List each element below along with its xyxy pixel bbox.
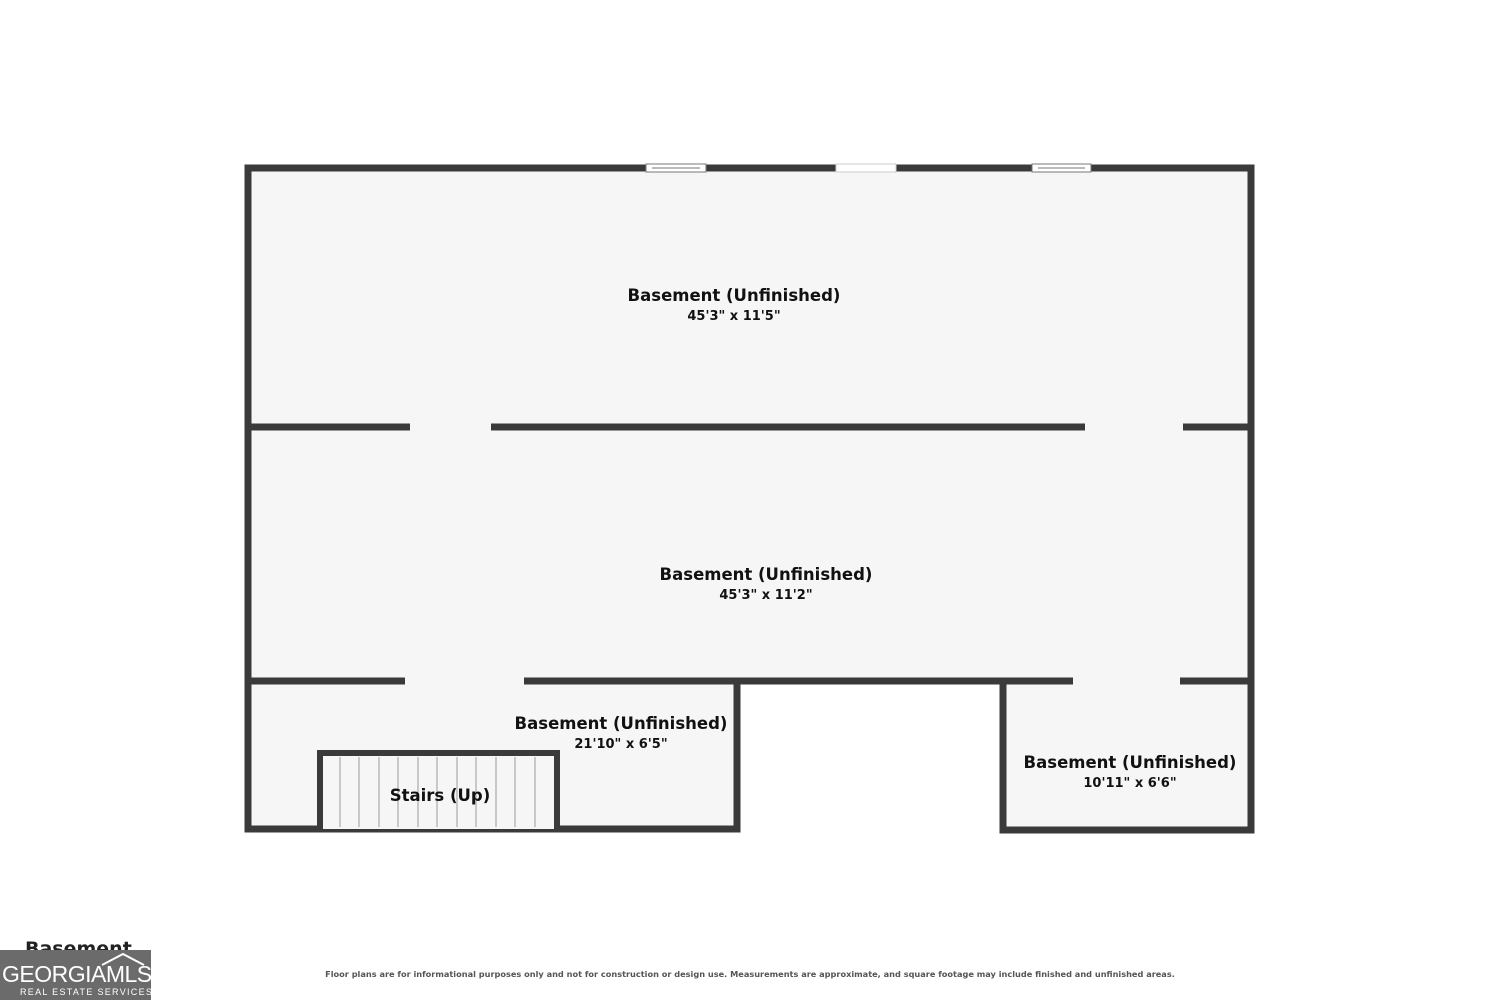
house-roof-icon: [101, 952, 145, 966]
disclaimer: Floor plans are for informational purpos…: [325, 969, 1175, 979]
stairs: [317, 750, 560, 829]
room-dimensions: 45'3" x 11'5": [687, 309, 780, 324]
room-name: Basement (Unfinished): [660, 565, 873, 584]
room-dimensions: 10'11" x 6'6": [1083, 776, 1176, 791]
interior-walls: [248, 423, 1251, 685]
room-dimensions: 45'3" x 11'2": [719, 588, 812, 603]
room-dimensions: 21'10" x 6'5": [574, 737, 667, 752]
room-name: Basement (Unfinished): [1024, 753, 1237, 772]
logo-text: GEORGIAMLS: [2, 961, 151, 987]
georgia-mls-logo: GEORGIAMLS REAL ESTATE SERVICES: [0, 950, 151, 1000]
logo-subtext: REAL ESTATE SERVICES: [20, 987, 151, 997]
room-name: Basement (Unfinished): [515, 714, 728, 733]
stairs-label: Stairs (Up): [390, 786, 491, 805]
window: [645, 163, 707, 173]
room-name: Basement (Unfinished): [628, 286, 841, 305]
door-opening: [835, 163, 897, 173]
floor-area: [248, 168, 1251, 830]
window: [1031, 163, 1092, 173]
